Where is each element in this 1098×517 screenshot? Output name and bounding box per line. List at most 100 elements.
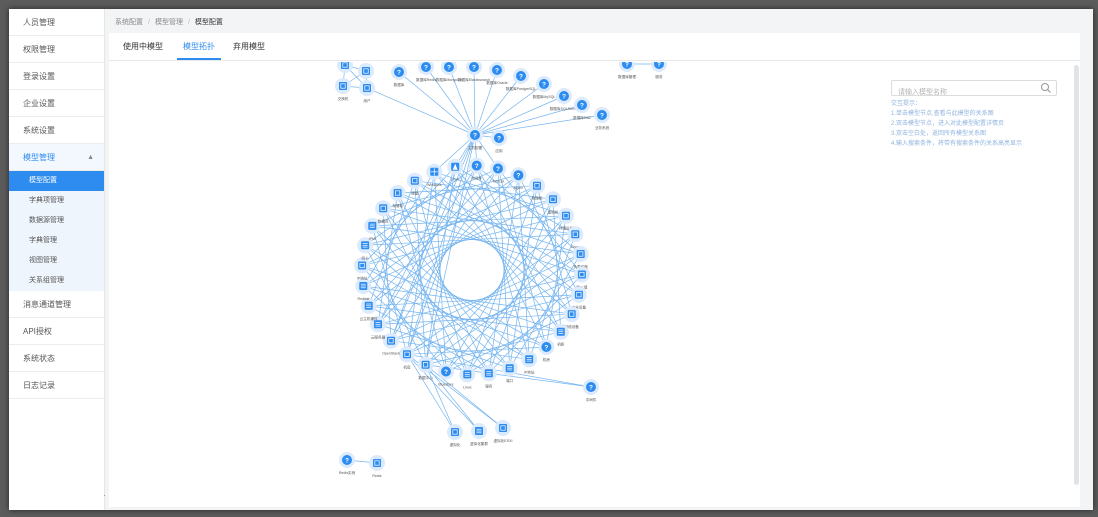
node-label: IP地址 — [524, 369, 535, 374]
graph-node[interactable]: ?中间件 — [468, 157, 485, 181]
graph-node[interactable]: 网络设备 — [563, 306, 580, 329]
graph-node[interactable]: 端口 — [501, 360, 518, 383]
search-icon[interactable] — [1040, 82, 1052, 94]
sidebar-item-message-channels[interactable]: 消息通道管理 — [9, 291, 104, 318]
breadcrumb-item[interactable]: 模型管理 — [154, 19, 183, 26]
graph-node[interactable]: 云服务器 — [370, 316, 386, 339]
graph-node[interactable]: 防火墙 — [573, 266, 590, 290]
sidebar-item-people[interactable]: 人员管理 — [9, 9, 104, 36]
graph-node[interactable]: 数据中心 — [417, 356, 434, 380]
vertical-scrollbar[interactable] — [1074, 65, 1079, 485]
graph-node[interactable]: 交换机 — [335, 78, 351, 101]
graph-node[interactable]: 数据库 — [375, 200, 392, 223]
graph-node[interactable]: 负载均衡 — [572, 246, 589, 269]
sidebar-item-permissions[interactable]: 权限管理 — [9, 36, 104, 63]
node-label: IP地址 — [357, 276, 368, 281]
graph-node[interactable]: Windows — [426, 163, 443, 187]
graph-node[interactable]: Cisco — [567, 226, 584, 249]
graph-edge — [488, 199, 554, 374]
graph-edge — [518, 175, 530, 360]
topology-graph[interactable]: ?主机配置存储交换机用户?数据库?数据库Redis?数据库MongoDB?数据库… — [109, 56, 1080, 507]
sidebar-item-enterprise-settings[interactable]: 企业设置 — [9, 90, 104, 117]
graph-node[interactable]: IPMI — [364, 217, 381, 241]
graph-node[interactable]: ?数据库SQLServer — [550, 88, 579, 111]
sidebar-item-system-settings[interactable]: 系统设置 — [9, 117, 104, 144]
graph-edge — [383, 207, 583, 275]
graph-node[interactable]: 存储设备 — [558, 207, 574, 231]
graph-node[interactable]: OpenStack — [382, 332, 400, 356]
node-label: 网卡 — [362, 255, 370, 260]
graph-node[interactable]: ?数据库MySQL — [533, 76, 556, 99]
graph-node[interactable]: 网卡 — [357, 237, 374, 260]
graph-node[interactable]: 机柜 — [552, 323, 569, 347]
graph-node[interactable]: ?中间件 — [583, 379, 599, 402]
topology-canvas[interactable]: ?主机配置存储交换机用户?数据库?数据库Redis?数据库MongoDB?数据库… — [109, 56, 1080, 507]
graph-node[interactable]: ?Nginx — [510, 167, 527, 190]
graph-node[interactable]: ?数据库管理 — [618, 56, 636, 79]
sidebar-subitem-dict[interactable]: 字典管理 — [29, 237, 57, 244]
graph-node[interactable]: ?数据库 — [391, 64, 407, 87]
sidebar-item-login-settings[interactable]: 登录设置 — [9, 63, 104, 90]
sidebar-item-system-status[interactable]: 系统状态 — [9, 345, 104, 372]
graph-node[interactable]: 服务 — [480, 365, 497, 388]
graph-node[interactable]: Redhat — [355, 278, 372, 301]
graph-edge — [362, 171, 435, 287]
sidebar-item-logs[interactable]: 日志记录 — [9, 372, 104, 399]
question-icon: ? — [441, 366, 451, 377]
tab-model-topology[interactable]: 模型拓扑 — [183, 42, 215, 51]
graph-edge — [390, 253, 581, 341]
sidebar-subitem-relation-groups[interactable]: 关系组管理 — [29, 277, 64, 284]
graph-edge — [377, 313, 572, 325]
graph-node[interactable]: ?数据库Oracle — [486, 62, 508, 85]
graph-node[interactable]: ?业务系统 — [594, 107, 610, 130]
sidebar-item-model-management[interactable]: 模型管理 ▲ — [9, 144, 104, 171]
graph-node[interactable]: 硬盘 — [406, 172, 423, 196]
graph-node[interactable]: Redis — [369, 455, 385, 478]
graph-node[interactable]: ?数据库Redis — [416, 59, 436, 82]
graph-node[interactable]: 虚拟化ESXI — [494, 420, 513, 443]
help-line: 1.单击模型节点,查看与此模型的关系图 — [891, 111, 994, 117]
graph-node[interactable]: ?机房 — [538, 339, 555, 362]
tab-active-models[interactable]: 使用中模型 — [123, 42, 163, 51]
graph-node[interactable]: ?Bluestore — [438, 363, 454, 387]
graph-node[interactable]: ?应用 — [491, 130, 507, 153]
graph-node[interactable]: 物理机 — [529, 177, 545, 201]
graph-node[interactable]: ?数据库MongoDB — [436, 59, 463, 82]
graph-node[interactable]: 云主机硬件 — [360, 297, 378, 321]
graph-edge — [382, 208, 468, 375]
help-line: 2.双击模型节点，进入对此模型配置详情页 — [891, 121, 1005, 127]
list-icon — [359, 282, 368, 290]
tab-deprecated-models[interactable]: 弃用模型 — [233, 42, 265, 51]
graph-node[interactable]: ?数据库Elasticsearch — [458, 59, 490, 82]
search-input[interactable] — [892, 85, 1037, 100]
graph-node[interactable]: ?数据库DB2 — [573, 97, 591, 120]
sidebar-subitem-views[interactable]: 视图管理 — [29, 257, 57, 264]
graph-edge — [536, 185, 573, 315]
graph-node[interactable]: 安全设备 — [570, 286, 587, 310]
graph-node[interactable]: IP地址 — [354, 257, 371, 281]
graph-node[interactable]: 虚拟化集群 — [470, 423, 488, 446]
sidebar-subitem-model-config[interactable]: 模型配置 — [9, 171, 104, 191]
graph-node[interactable]: ?Redis实例 — [339, 452, 356, 475]
graph-node[interactable]: 虚拟机 — [545, 191, 561, 214]
sidebar-item-api-auth[interactable]: API授权 — [9, 318, 104, 345]
sidebar-subitem-dict-items[interactable]: 字典项管理 — [29, 197, 64, 204]
graph-edge — [382, 208, 392, 341]
graph-node[interactable]: 机房 — [399, 346, 415, 369]
graph-node[interactable]: IP地址 — [521, 351, 538, 374]
server-icon — [576, 250, 585, 258]
graph-node[interactable]: 存储卷 — [389, 185, 406, 208]
doc-icon — [525, 355, 534, 364]
graph-node[interactable]: Linux — [459, 366, 476, 389]
graph-node[interactable]: ?服务 — [651, 56, 667, 79]
sidebar-subitem-datasource[interactable]: 数据源管理 — [29, 217, 64, 224]
graph-node[interactable]: 虚拟化 — [447, 424, 463, 447]
graph-node[interactable]: ?主机配置 — [467, 127, 483, 150]
graph-node[interactable]: Linux — [447, 158, 464, 182]
graph-node[interactable]: ?Tomcat — [490, 160, 506, 184]
graph-node[interactable]: 用户 — [359, 80, 375, 103]
graph-edge — [497, 168, 511, 369]
breadcrumb-item[interactable]: 系统配置 — [115, 19, 143, 26]
graph-node[interactable]: ?数据库PostgreSQL — [506, 68, 536, 91]
graph-edge — [425, 166, 456, 365]
